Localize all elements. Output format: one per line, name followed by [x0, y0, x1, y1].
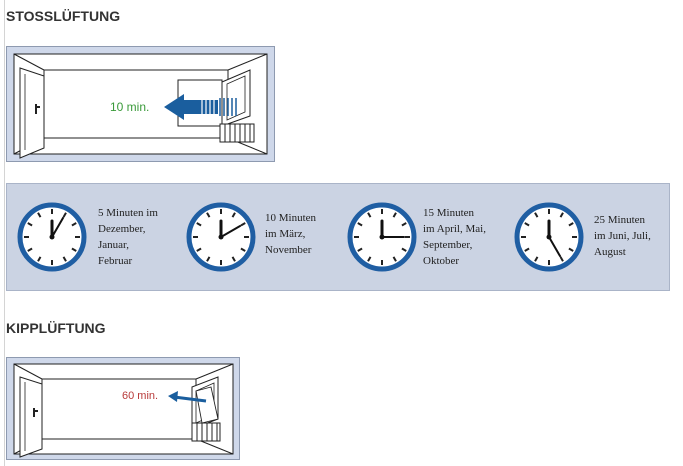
- clock-tick: [206, 212, 211, 218]
- airflow-arrow-icon: [164, 94, 237, 120]
- stoss-duration-label: 10 min.: [110, 100, 149, 114]
- clock-minute-hand: [220, 225, 242, 238]
- clock-icon: [514, 202, 584, 272]
- clock-tick: [367, 212, 372, 218]
- clock-tick: [357, 222, 363, 227]
- clock-tick: [392, 256, 397, 262]
- clock-tick: [568, 247, 574, 252]
- clock-minute-hand: [548, 236, 561, 258]
- clock-tick: [240, 222, 246, 227]
- clock-tick: [62, 212, 67, 218]
- stoss-room-illustration: 10 min.: [6, 46, 275, 162]
- clock-tick: [231, 212, 236, 218]
- clock-tick: [524, 222, 530, 227]
- clock-tick: [196, 222, 202, 227]
- clock-tick: [524, 247, 530, 252]
- clock-tick: [534, 256, 539, 262]
- clock-tick: [71, 247, 77, 252]
- clock-tick: [240, 247, 246, 252]
- clock-tick: [27, 247, 33, 252]
- clock-center: [379, 234, 385, 240]
- clock-tick: [27, 222, 33, 227]
- left-border-line: [4, 0, 5, 466]
- clock-tick: [568, 222, 574, 227]
- clock-tick: [534, 212, 539, 218]
- clock-tick: [37, 212, 42, 218]
- kipp-heading: KIPPLÜFTUNG: [6, 320, 106, 336]
- clock-tick: [401, 247, 407, 252]
- clock-tick: [62, 256, 67, 262]
- clock-icon: [186, 202, 256, 272]
- clock-center: [546, 234, 552, 240]
- clock-minute-hand: [51, 216, 64, 238]
- clock-tick: [392, 212, 397, 218]
- stoss-heading: STOSSLÜFTUNG: [6, 8, 121, 24]
- kipp-duration-label: 60 min.: [122, 390, 158, 402]
- clock-tick: [559, 212, 564, 218]
- clock-tick: [231, 256, 236, 262]
- clock-tick: [37, 256, 42, 262]
- clock-tick: [367, 256, 372, 262]
- clock-center: [49, 234, 55, 240]
- clock-tick: [206, 256, 211, 262]
- clock-tick: [196, 247, 202, 252]
- clock-icon: [347, 202, 417, 272]
- clock-tick: [401, 222, 407, 227]
- clock-tick: [71, 222, 77, 227]
- clock-tick: [357, 247, 363, 252]
- clock-tick: [559, 256, 564, 262]
- clock-center: [218, 234, 224, 240]
- airflow-arrow-icon: [168, 391, 207, 403]
- clock-icon: [17, 202, 87, 272]
- kipp-room-illustration: 60 min.: [6, 357, 240, 460]
